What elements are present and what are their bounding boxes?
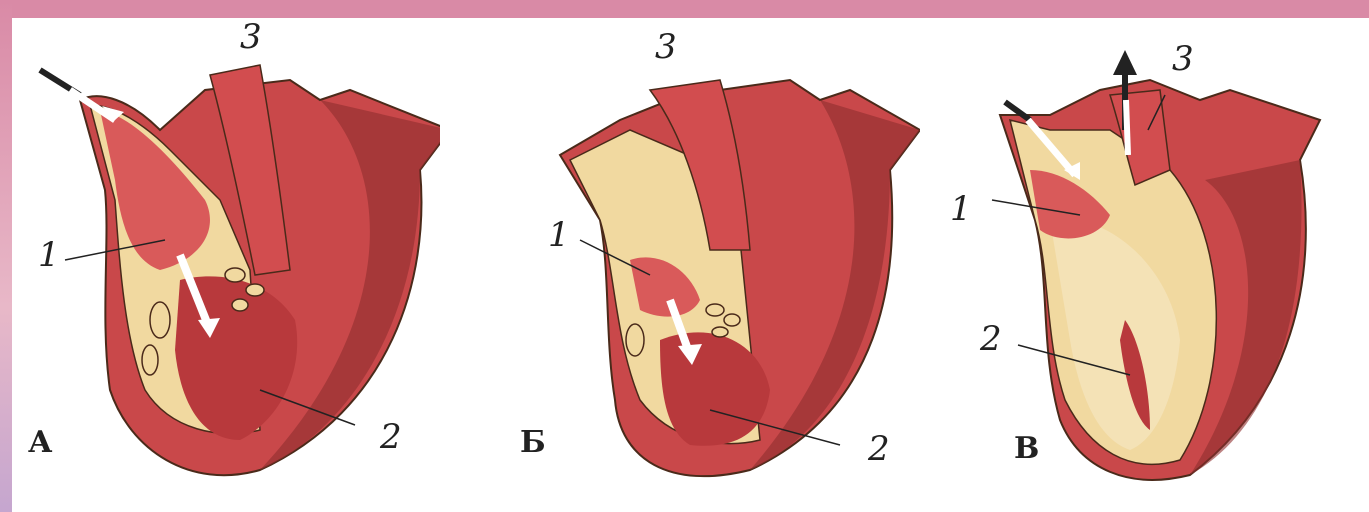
panel-letter: А xyxy=(28,428,52,458)
label-three: 3 xyxy=(1172,42,1194,76)
label-three: 3 xyxy=(240,20,262,54)
heart-diagram-v: 3 1 2 В xyxy=(940,20,1360,512)
heart-illustration-a xyxy=(20,20,440,490)
label-three: 3 xyxy=(655,30,677,64)
label-two: 2 xyxy=(380,420,402,454)
label-two: 2 xyxy=(980,322,1002,356)
panel-letter: Б xyxy=(520,428,546,458)
left-border xyxy=(0,0,12,512)
top-border xyxy=(0,0,1369,18)
label-one: 1 xyxy=(548,218,570,252)
heart-diagram-a: 3 1 2 А xyxy=(20,20,440,512)
label-one: 1 xyxy=(950,192,972,226)
heart-diagram-b: 3 1 2 Б xyxy=(520,20,920,512)
panel-letter: В xyxy=(1014,434,1039,464)
heart-illustration-b xyxy=(520,20,920,490)
label-one: 1 xyxy=(38,238,60,272)
heart-illustration-v xyxy=(940,20,1360,490)
label-two: 2 xyxy=(868,432,890,466)
